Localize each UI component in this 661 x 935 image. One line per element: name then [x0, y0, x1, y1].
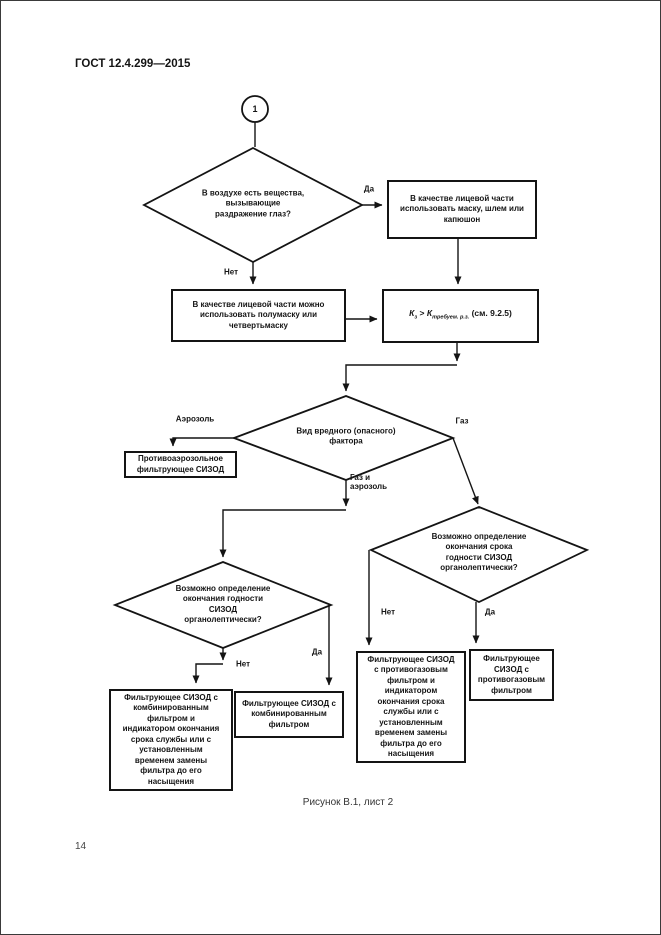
- connector-gas-to-shelf-right: [452, 437, 479, 505]
- protection-factor-formula: Кз > Ктребуем. р.з. (см. 9.2.5): [409, 308, 512, 322]
- branch-label-yes-irritants: Да: [363, 184, 375, 194]
- decision-irritants-text: В воздухе есть вещества, вызывающие разд…: [201, 188, 305, 219]
- branch-label-no-shelf-left: Нет: [235, 659, 251, 669]
- branch-label-yes-shelf-left: Да: [311, 647, 323, 657]
- branch-label-no-shelf-right: Нет: [380, 607, 396, 617]
- decision-shelf-right-text: Возможно определение окончания срока год…: [431, 532, 527, 573]
- process-gas-filter-box: Фильтрующее СИЗОД с противогазовым фильт…: [469, 649, 554, 701]
- flow-connectors: [169, 122, 480, 686]
- process-antiaerosol-box: Противоаэрозольное фильтрующее СИЗОД: [124, 451, 237, 478]
- decision-shelf-right-diamond: [368, 506, 590, 603]
- branch-label-gas-aerosol: Газ и аэрозоль: [350, 473, 387, 491]
- process-combined-box: Фильтрующее СИЗОД с комбинированным филь…: [234, 691, 344, 738]
- start-circle-label: 1: [252, 104, 258, 114]
- branch-label-gas: Газ: [455, 416, 469, 426]
- branch-label-aerosol: Аэрозоль: [175, 414, 215, 424]
- figure-caption: Рисунок В.1, лист 2: [302, 797, 394, 808]
- process-halfmask-box: В качестве лицевой части можно использов…: [171, 289, 346, 342]
- decision-shelf-left-text: Возможно определение окончания годности …: [175, 584, 271, 625]
- decision-factor-type-text: Вид вредного (опасного) фактора: [296, 426, 396, 446]
- connector-aerosol-branch: [169, 437, 234, 447]
- branch-label-no-irritants: Нет: [223, 267, 239, 277]
- process-protection-factor-box: Кз > Ктребуем. р.з. (см. 9.2.5): [382, 289, 539, 343]
- page-number: 14: [75, 841, 87, 852]
- connector-gasaerosol-to-shelf-left: [219, 509, 346, 558]
- process-combined-indicator-box: Фильтрующее СИЗОД с комбинированным филь…: [109, 689, 233, 791]
- process-mask-box: В качестве лицевой части использовать ма…: [387, 180, 537, 239]
- branch-label-yes-shelf-right: Да: [484, 607, 496, 617]
- connector-formula-to-factor: [342, 364, 457, 392]
- connector-no-to-combined-indicator: [192, 663, 223, 684]
- process-gas-indicator-box: Фильтрующее СИЗОД с противогазовым фильт…: [356, 651, 466, 763]
- standard-header: ГОСТ 12.4.299—2015: [75, 58, 191, 70]
